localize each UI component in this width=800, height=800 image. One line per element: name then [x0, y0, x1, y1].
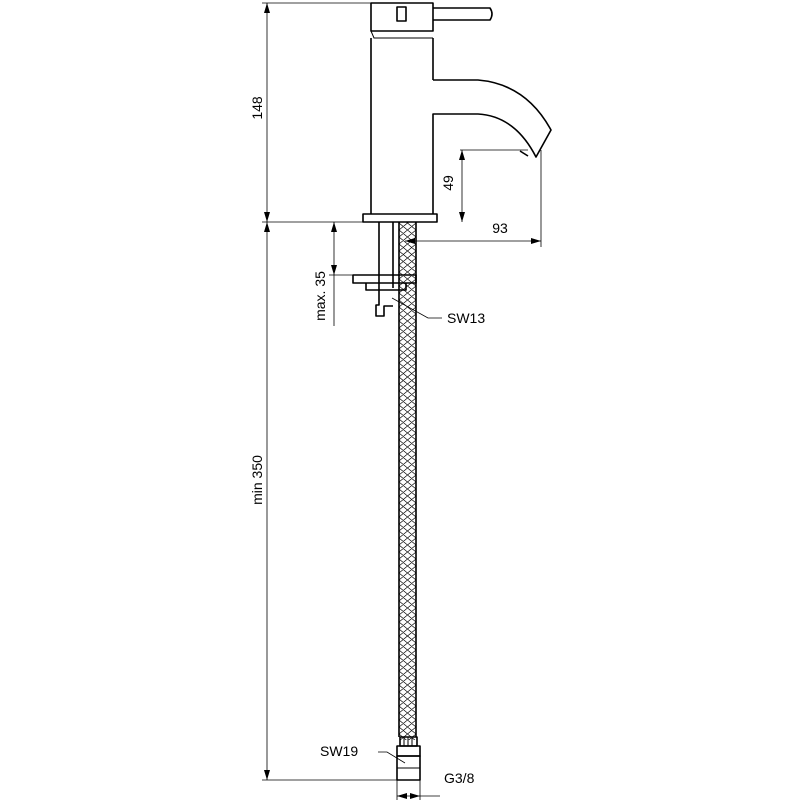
- hose-nut-sw19: [396, 736, 421, 781]
- dimension-93: 93: [405, 150, 542, 247]
- dimension-49-label: 49: [440, 175, 456, 191]
- faucet-handle: [370, 2, 493, 39]
- faucet-outlet: [519, 150, 529, 157]
- dimension-148-label: 148: [249, 96, 265, 120]
- flexible-hose: [398, 222, 417, 740]
- dimension-min-350-label: min 350: [249, 455, 265, 505]
- hose-braid-pattern: [398, 222, 417, 740]
- callout-sw19: SW19: [320, 743, 406, 764]
- callout-sw19-label: SW19: [320, 743, 358, 759]
- dimension-49: 49: [440, 149, 528, 222]
- dimension-max-35-label: max. 35: [312, 271, 328, 321]
- mounting-flange: [362, 213, 438, 223]
- callout-sw13-label: SW13: [447, 310, 485, 326]
- faucet-body: [370, 38, 552, 214]
- dimension-148: 148: [249, 2, 371, 223]
- fixing-plate: [352, 274, 417, 291]
- callout-g38-label: G3/8: [444, 770, 475, 786]
- dimension-min-350: min 350: [249, 222, 397, 781]
- callout-sw13: SW13: [391, 297, 485, 326]
- mounting-stud: [375, 222, 394, 317]
- callout-g38: G3/8: [396, 770, 475, 800]
- dimension-max-35: max. 35: [312, 222, 353, 326]
- dimension-93-label: 93: [492, 220, 508, 236]
